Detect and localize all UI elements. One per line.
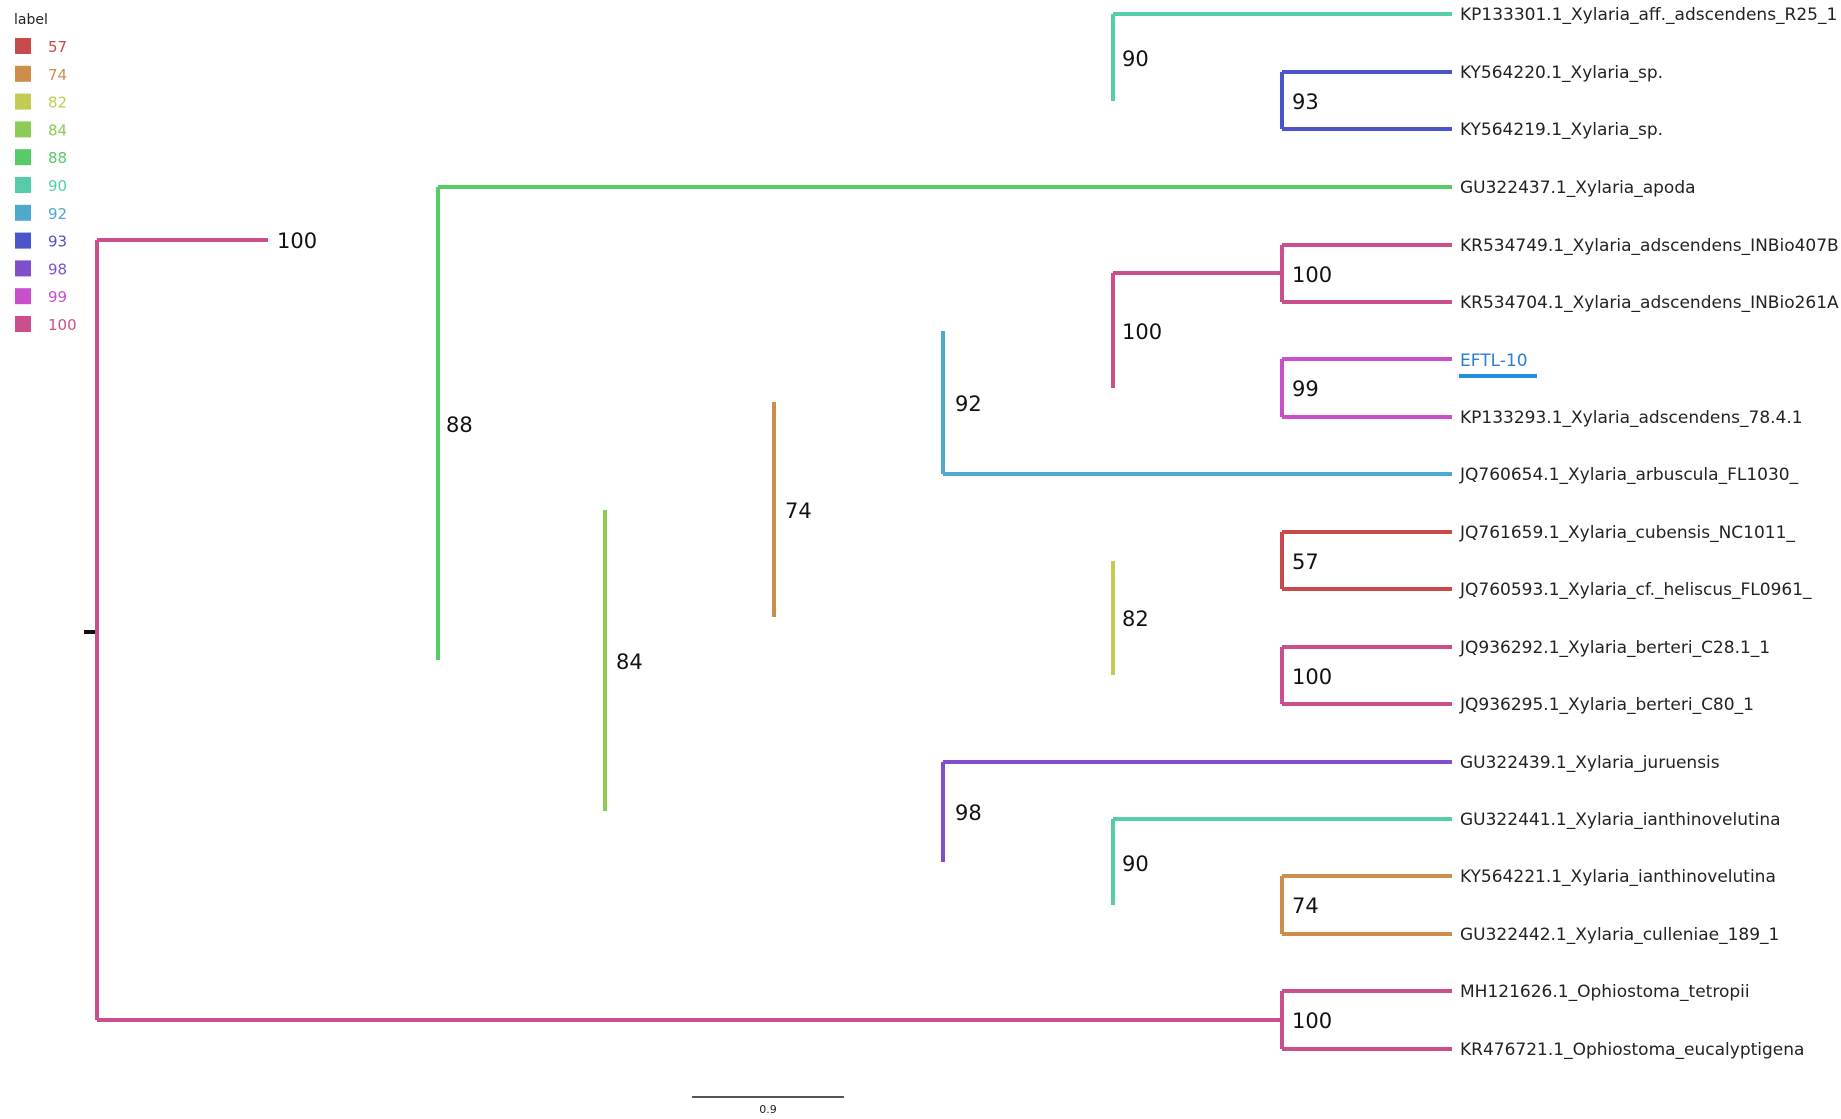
support-value: 57 [1292, 550, 1319, 574]
support-value: 98 [955, 801, 982, 825]
support-value: 92 [955, 392, 982, 416]
leaf-label: GU322441.1_Xylaria_ianthinovelutina [1460, 810, 1781, 830]
leaf-label: KR534749.1_Xylaria_adscendens_INBio407B [1460, 236, 1839, 256]
legend-label: 84 [48, 121, 67, 139]
leaf-label: KY564221.1_Xylaria_ianthinovelutina [1460, 867, 1776, 887]
leaf-label: KR534704.1_Xylaria_adscendens_INBio261A [1460, 293, 1839, 313]
support-value: 90 [1122, 47, 1149, 71]
legend-swatch [15, 38, 31, 54]
legend-label: 57 [48, 38, 67, 56]
leaf-label: JQ761659.1_Xylaria_cubensis_NC1011_ [1459, 523, 1795, 543]
support-value: 93 [1292, 90, 1319, 114]
leaf-label: JQ936292.1_Xylaria_berteri_C28.1_1 [1459, 638, 1770, 658]
tree-branches [95, 12, 1452, 1051]
support-value: 84 [616, 650, 643, 674]
leaf-label: KR476721.1_Ophiostoma_eucalyptigena [1460, 1040, 1804, 1060]
support-value: 100 [277, 229, 317, 253]
support-values: 100 90 93 88 84 74 92 100 100 99 82 57 1… [277, 47, 1332, 1033]
support-value: 82 [1122, 607, 1149, 631]
leaf-label-highlighted: EFTL-10 [1460, 351, 1528, 371]
support-value: 100 [1292, 665, 1332, 689]
legend-swatch [15, 177, 31, 193]
leaf-label: MH121626.1_Ophiostoma_tetropii [1460, 982, 1750, 1002]
legend-swatch [15, 260, 31, 277]
leaf-label: KY564220.1_Xylaria_sp. [1460, 63, 1663, 83]
support-value: 88 [446, 413, 473, 437]
legend: label 57 74 82 84 88 90 92 93 98 99 100 [14, 12, 77, 334]
legend-swatch [15, 204, 31, 221]
support-value: 100 [1292, 263, 1332, 287]
legend-label: 82 [48, 94, 67, 112]
legend-label: 93 [48, 233, 67, 251]
support-value: 74 [1292, 894, 1319, 918]
support-value: 99 [1292, 377, 1319, 401]
support-value: 100 [1122, 320, 1162, 344]
highlight-underline [1459, 374, 1537, 378]
support-value: 74 [785, 499, 812, 523]
legend-swatch [15, 316, 31, 332]
leaf-label: GU322439.1_Xylaria_juruensis [1460, 753, 1720, 773]
leaf-label: GU322442.1_Xylaria_culleniae_189_1 [1460, 925, 1779, 945]
leaf-label: JQ760654.1_Xylaria_arbuscula_FL1030_ [1459, 465, 1799, 485]
legend-label: 88 [48, 149, 67, 167]
legend-swatch [15, 149, 31, 166]
legend-swatch [15, 288, 31, 305]
scale-bar-label: 0.9 [759, 1103, 777, 1116]
legend-label: 74 [48, 66, 67, 84]
leaf-labels: KP133301.1_Xylaria_aff._adscendens_R25_1… [1459, 5, 1839, 1060]
legend-swatch [15, 121, 31, 138]
legend-swatch [15, 65, 31, 82]
leaf-label: KP133301.1_Xylaria_aff._adscendens_R25_1 [1460, 5, 1837, 25]
support-value: 100 [1292, 1009, 1332, 1033]
leaf-label: GU322437.1_Xylaria_apoda [1460, 178, 1696, 198]
leaf-label: JQ936295.1_Xylaria_berteri_C80_1 [1459, 695, 1754, 715]
leaf-label: KY564219.1_Xylaria_sp. [1460, 120, 1663, 140]
legend-swatch [15, 232, 31, 249]
legend-label: 98 [48, 260, 67, 278]
legend-title: label [14, 12, 48, 28]
leaf-label: JQ760593.1_Xylaria_cf._heliscus_FL0961_ [1459, 580, 1812, 600]
legend-swatch [15, 93, 31, 110]
legend-label: 100 [48, 316, 77, 334]
legend-label: 99 [48, 288, 67, 306]
leaf-label: KP133293.1_Xylaria_adscendens_78.4.1 [1460, 408, 1803, 428]
scale-bar: 0.9 [692, 1096, 844, 1116]
legend-label: 92 [48, 205, 67, 223]
support-value: 90 [1122, 852, 1149, 876]
legend-label: 90 [48, 177, 67, 195]
